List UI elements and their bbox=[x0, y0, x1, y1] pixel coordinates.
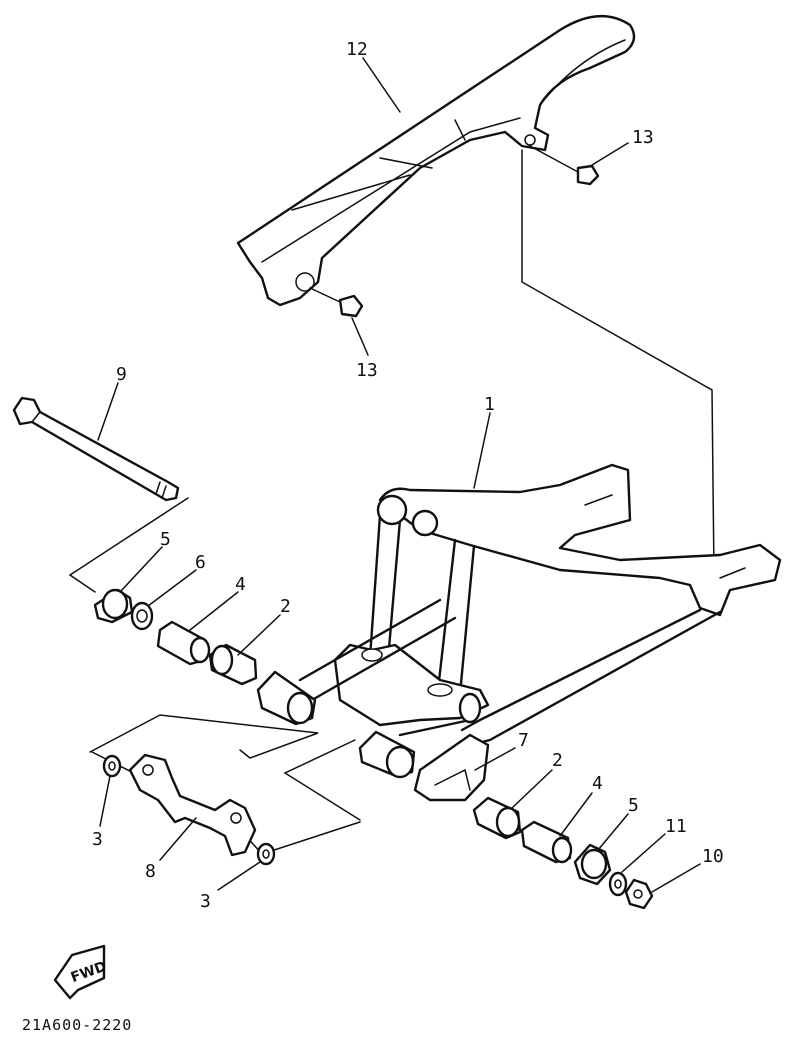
cover-7-part bbox=[413, 733, 490, 802]
washer-3-lower bbox=[256, 842, 276, 866]
callout-8: 8 bbox=[145, 861, 156, 882]
callout-3-lower: 3 bbox=[200, 891, 211, 912]
callout-13-lower: 13 bbox=[356, 360, 378, 381]
washer-6 bbox=[130, 601, 154, 631]
callout-4-right: 4 bbox=[592, 773, 603, 794]
callout-11: 11 bbox=[665, 816, 687, 837]
leader-lines bbox=[97, 57, 701, 893]
bearing-5-right bbox=[573, 843, 612, 886]
washer-11 bbox=[608, 871, 628, 897]
collar-4-left bbox=[156, 620, 211, 666]
bolt-13-lower bbox=[309, 287, 364, 318]
callout-13-upper: 13 bbox=[632, 127, 654, 148]
nut-10 bbox=[624, 878, 654, 910]
bolt-13-upper bbox=[529, 145, 600, 186]
forward-arrow-icon: FWD bbox=[53, 944, 109, 1000]
callout-9: 9 bbox=[116, 364, 127, 385]
callout-10: 10 bbox=[702, 846, 724, 867]
washer-3-upper bbox=[102, 754, 122, 778]
callout-1: 1 bbox=[484, 394, 495, 415]
callout-6: 6 bbox=[195, 552, 206, 573]
swingarm-part bbox=[298, 463, 782, 747]
bushing-2-left bbox=[208, 643, 258, 686]
chain-case-part bbox=[236, 14, 636, 307]
callout-7: 7 bbox=[518, 730, 529, 751]
diagram-code: 21A600-2220 bbox=[22, 1016, 132, 1034]
bracket-8-part bbox=[128, 753, 257, 857]
callout-5-left: 5 bbox=[160, 529, 171, 550]
callout-12: 12 bbox=[346, 39, 368, 60]
callout-3-upper: 3 bbox=[92, 829, 103, 850]
pivot-tube-right bbox=[358, 730, 416, 779]
callout-5-right: 5 bbox=[628, 795, 639, 816]
bearing-5-left bbox=[93, 588, 134, 624]
collar-4-right bbox=[520, 820, 573, 864]
bushing-2-right bbox=[472, 796, 522, 840]
pivot-tube-left bbox=[256, 670, 317, 726]
callout-4-left: 4 bbox=[235, 574, 246, 595]
pivot-shaft-part bbox=[12, 396, 180, 502]
callout-2-left: 2 bbox=[280, 596, 291, 617]
callout-2-right: 2 bbox=[552, 750, 563, 771]
callout-labels: 12 13 13 9 1 5 6 4 2 7 2 4 5 11 10 3 8 3 bbox=[92, 39, 724, 912]
